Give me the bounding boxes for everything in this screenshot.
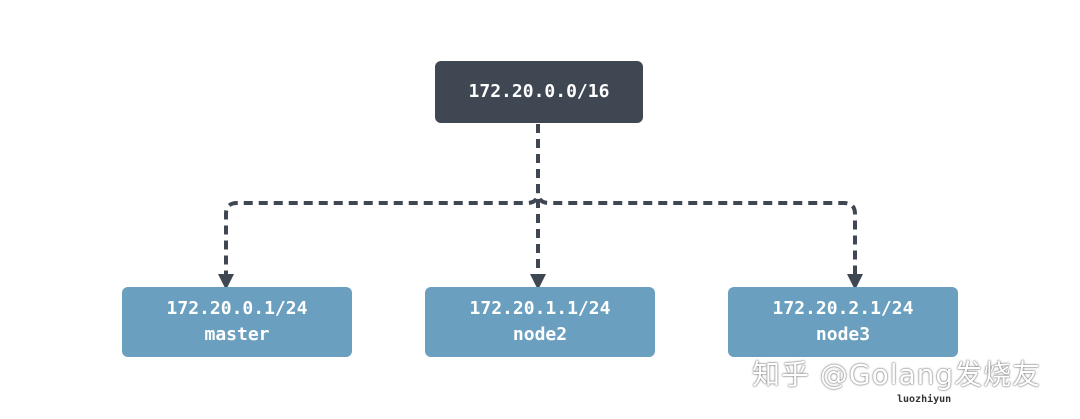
node-cidr: 172.20.2.1/24 — [772, 298, 914, 319]
node-name: node2 — [512, 324, 568, 345]
node-cidr: 172.20.0.1/24 — [166, 298, 308, 319]
root-network-box: 172.20.0.0/16 — [435, 61, 643, 123]
node-name: master — [204, 324, 270, 345]
root-network-cidr: 172.20.0.0/16 — [468, 81, 610, 102]
connector-to-node3 — [536, 124, 863, 290]
connector-to-master — [218, 124, 540, 290]
node-box-node3: 172.20.2.1/24 node3 — [728, 287, 958, 357]
node-name: node3 — [815, 324, 871, 345]
node-box-node2: 172.20.1.1/24 node2 — [425, 287, 655, 357]
node-cidr: 172.20.1.1/24 — [469, 298, 611, 319]
author-credit: luozhiyun — [897, 394, 952, 405]
zhihu-watermark: 知乎 @Golang发烧友 — [752, 358, 1042, 391]
node-box-master: 172.20.0.1/24 master — [122, 287, 352, 357]
